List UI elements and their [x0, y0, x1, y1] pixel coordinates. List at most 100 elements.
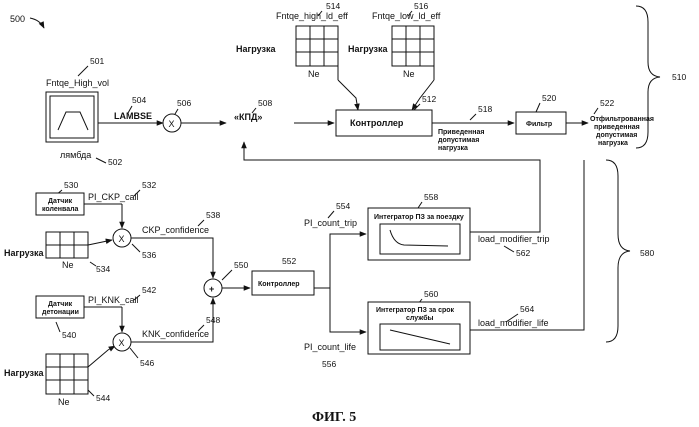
ckp-conf-label: CKP_confidence — [142, 225, 209, 235]
ref-552: 552 — [282, 256, 296, 266]
ref-564: 564 — [520, 304, 534, 314]
ref-506-leader — [175, 109, 178, 114]
ref-530: 530 — [64, 180, 78, 190]
integrator-life-line-2: службы — [406, 314, 434, 322]
input-block-title: Fntqe_High_vol — [46, 78, 109, 88]
filtered-load-line-4: нагрузка — [598, 140, 628, 147]
lm-life-label: load_modifier_life — [478, 318, 549, 328]
pi-ckp-label: PI_CKP_call — [88, 192, 139, 202]
ref-546-leader — [130, 348, 138, 358]
integrator-life-line-1: Интегратор ПЗ за срок — [376, 307, 455, 314]
ref-550: 550 — [234, 260, 248, 270]
ref-544-leader — [88, 390, 94, 396]
lm-trip-label: load_modifier_trip — [478, 234, 550, 244]
figure-caption: ФИГ. 5 — [312, 410, 356, 425]
table-ckp-bottom-label: Ne — [62, 260, 74, 270]
ref-501: 501 — [90, 56, 104, 66]
crank-sensor-line-2: коленвала — [42, 206, 79, 213]
ref-546: 546 — [140, 358, 154, 368]
ref-536-leader — [132, 244, 140, 252]
ref-508: 508 — [258, 98, 272, 108]
filtered-load-line-3: допустимая — [596, 132, 637, 139]
ref-518: 518 — [478, 104, 492, 114]
ref-504: 504 — [132, 95, 146, 105]
reduced-load-line-1: Приведенная — [438, 129, 484, 136]
ref-580: 580 — [640, 248, 654, 258]
line-to-integrator-trip — [330, 234, 366, 288]
table-high — [296, 26, 338, 66]
table-high-side-label: Нагрузка — [236, 44, 276, 54]
table-low-bottom-label: Ne — [403, 69, 415, 79]
reduced-load-line-2: допустимая — [438, 137, 479, 144]
filter-label: Фильтр — [526, 121, 552, 128]
ref-514: 514 — [326, 1, 340, 11]
table-high-bottom-label: Ne — [308, 69, 320, 79]
input-block-inner — [50, 96, 94, 138]
figure-number-arrow — [30, 18, 44, 28]
reduced-load-line-3: нагрузка — [438, 145, 468, 152]
ref-554-leader — [328, 211, 334, 218]
ref-518-leader — [470, 114, 476, 120]
ref-554: 554 — [336, 201, 350, 211]
ref-556: 556 — [322, 359, 336, 369]
multiplier-top-symbol: X — [169, 119, 175, 129]
ref-560: 560 — [424, 289, 438, 299]
table-ckp-side-label: Нагрузка — [4, 248, 44, 258]
line-table-knk-mult — [88, 346, 115, 367]
ref-542: 542 — [142, 285, 156, 295]
pi-life-label: PI_count_life — [304, 342, 356, 352]
controller-top-label: Контроллер — [350, 118, 404, 128]
table-knk-side-label: Нагрузка — [4, 368, 44, 378]
integrator-trip-label: Интегратор ПЗ за поездку — [374, 214, 464, 221]
ref-520-leader — [536, 103, 540, 112]
table-high-title: Fntqe_high_ld_eff — [276, 11, 348, 21]
input-block-under-label: лямбда — [60, 150, 91, 160]
line-table-ckp-mult — [88, 240, 112, 245]
summing-junction-symbol: + — [209, 284, 214, 294]
table-low — [392, 26, 434, 66]
ref-522: 522 — [600, 98, 614, 108]
table-knk — [46, 354, 88, 394]
ref-532: 532 — [142, 180, 156, 190]
ref-501-leader — [78, 66, 88, 76]
ref-540: 540 — [62, 330, 76, 340]
ref-548: 548 — [206, 315, 220, 325]
table-ckp — [46, 232, 88, 258]
line-to-integrator-life — [330, 288, 366, 332]
ref-538: 538 — [206, 210, 220, 220]
ref-558-leader — [418, 202, 422, 208]
ref-516: 516 — [414, 1, 428, 11]
kpd-label: «КПД» — [234, 112, 262, 122]
ref-544: 544 — [96, 393, 110, 403]
knock-sensor-line-1: Датчик — [48, 301, 73, 308]
ref-534: 534 — [96, 264, 110, 274]
ref-512: 512 — [422, 94, 436, 104]
filtered-load-line-2: приведенная — [594, 124, 640, 131]
filtered-load-line-1: Отфильтрованная — [590, 116, 654, 123]
ref-506: 506 — [177, 98, 191, 108]
table-knk-bottom-label: Ne — [58, 397, 70, 407]
crank-sensor-line-1: Датчик — [48, 198, 73, 205]
ref-522-leader — [594, 108, 598, 114]
table-low-title: Fntqe_low_ld_eff — [372, 11, 441, 21]
lambse-label: LAMBSE — [114, 111, 152, 121]
integrator-trip-graph — [380, 224, 460, 254]
ref-520: 520 — [542, 93, 556, 103]
ref-562-leader — [504, 246, 514, 252]
table-low-side-label: Нагрузка — [348, 44, 388, 54]
controller-bottom-label: Контроллер — [258, 281, 300, 288]
ref-536: 536 — [142, 250, 156, 260]
pi-trip-label: PI_count_trip — [304, 218, 357, 228]
multiplier-ckp-symbol: X — [119, 234, 125, 244]
line-table-high-controller — [338, 80, 358, 110]
figure-number: 500 — [10, 14, 25, 24]
ref-502-leader — [96, 158, 106, 163]
ref-558: 558 — [424, 192, 438, 202]
ref-502: 502 — [108, 157, 122, 167]
brace-580 — [606, 160, 630, 342]
ref-510: 510 — [672, 72, 686, 82]
ref-540-leader — [56, 322, 60, 332]
pi-knk-label: PI_KNK_call — [88, 295, 139, 305]
knock-sensor-line-2: детонации — [42, 309, 79, 316]
